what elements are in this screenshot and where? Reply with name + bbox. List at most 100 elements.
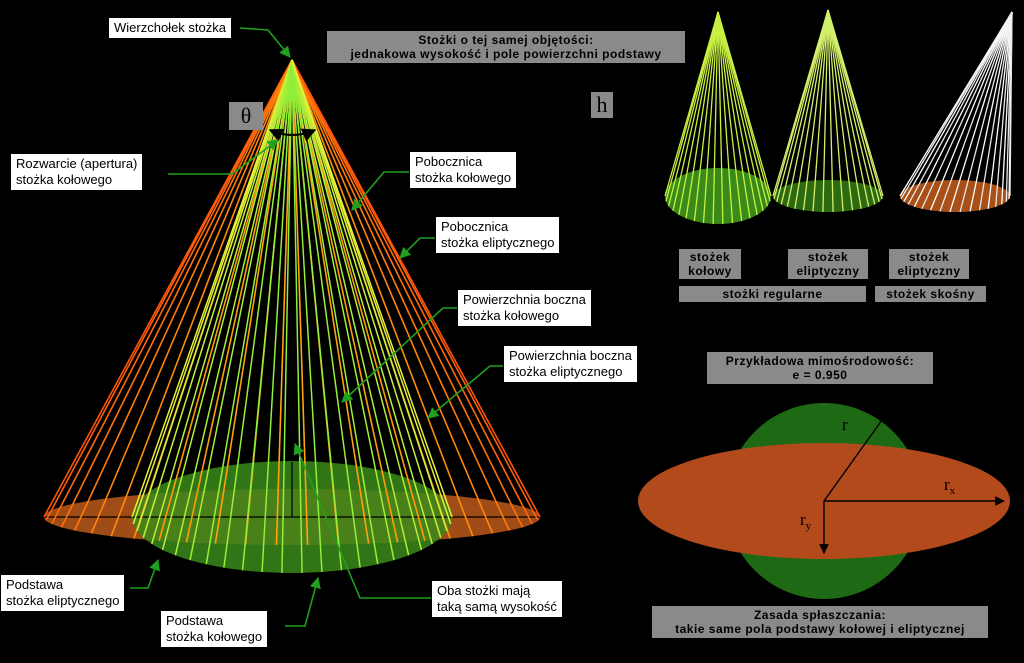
small-circular-generator-line: [685, 11, 719, 219]
small-circular-generator-line: [717, 11, 769, 207]
small-elliptic-generator-line: [827, 9, 854, 211]
pointer-arrows: [130, 27, 504, 627]
small-circular-generator-line: [678, 11, 719, 215]
elliptic-type-2: eliptyczny: [796, 264, 860, 278]
circular-generator-line: [291, 59, 423, 551]
small-elliptic-generator-line: [812, 9, 829, 212]
lateral-ell-text-1: Pobocznica: [441, 219, 509, 234]
eccentricity-2: e = 0.950: [792, 368, 848, 382]
circular-generator-line: [223, 59, 293, 568]
elliptic-generator-line: [291, 59, 511, 531]
small-elliptic-generator-line: [827, 9, 844, 212]
apex-label: Wierzchołek stożka: [108, 17, 232, 39]
small-elliptic-generator-line: [794, 9, 829, 209]
elliptic-generator-line: [291, 59, 494, 534]
small-elliptic-generator-line: [776, 9, 829, 202]
circular-type-1: stożek: [689, 250, 731, 264]
small-elliptic-generator-line: [827, 9, 884, 197]
elliptic-generator-line: [51, 59, 293, 525]
small-oblique-generator-line: [929, 11, 1013, 211]
small-circular-generator-line: [717, 11, 751, 219]
oblique-type-box: stożek eliptyczny: [889, 249, 969, 279]
same-height-text-2: taką samą wysokość: [437, 599, 557, 614]
small-circular-generator-line: [667, 11, 719, 207]
circular-generator-line: [291, 59, 379, 565]
circular-generator-line: [291, 59, 448, 532]
circular-type-box: stożek kołowy: [679, 249, 741, 279]
flattening-2: takie same pola podstawy kołowej i elipt…: [675, 622, 965, 636]
oblique-type-2: eliptyczny: [897, 264, 961, 278]
height-pointer: [293, 442, 432, 599]
small-oblique-generator-line: [913, 11, 1013, 208]
ry-symbol: ry: [800, 510, 812, 532]
same-height-label: Oba stożki mają taką samą wysokość: [431, 580, 563, 618]
small-circular-generator-line: [717, 11, 734, 223]
elliptic-type-1: stożek: [807, 250, 849, 264]
theta-symbol: θ: [229, 102, 263, 130]
eccentricity-1: Przykładowa mimośrodowość:: [725, 354, 915, 368]
flattening-figure: [638, 403, 1010, 599]
surf-ell-text-1: Powierzchnia boczna: [509, 348, 632, 363]
surf-circ-text-1: Powierzchnia boczna: [463, 292, 586, 307]
aperture-label: Rozwarcie (apertura) stożka kołowego: [10, 153, 144, 191]
flattening-box: Zasada spłaszczania: takie same pola pod…: [652, 606, 988, 638]
small-oblique-generator-line: [903, 11, 1013, 203]
small-circular-generator-line: [717, 11, 758, 215]
small-elliptic-generator-line: [827, 9, 834, 212]
top-title-2: jednakowa wysokość i pole powierzchni po…: [350, 47, 662, 61]
oblique-type-1: stożek: [908, 250, 950, 264]
small-circular-generator-line: [712, 11, 719, 224]
small-oblique-generator-line: [1001, 11, 1013, 205]
surf-ell-text-2: stożka eliptycznego: [509, 364, 623, 379]
small-elliptic-generator-line: [827, 9, 862, 209]
circular-generator-line: [241, 59, 293, 571]
small-oblique-generator-line: [978, 11, 1013, 211]
circular-generator-line: [291, 59, 453, 518]
base-circ-text-1: Podstawa: [166, 613, 224, 628]
circular-generator-line: [291, 59, 361, 568]
small-elliptic-generator-line: [827, 9, 870, 207]
small-circular-generator-line: [672, 11, 719, 211]
lateral-ell-text-2: stożka eliptycznego: [441, 235, 555, 250]
aperture-arc-back: [268, 128, 316, 142]
aperture-text-2: stożka kołowego: [16, 172, 113, 187]
elliptic-generator-line: [291, 59, 541, 518]
apex-text: Wierzchołek stożka: [114, 20, 226, 35]
top-title-1: Stożki o tej samej objętości:: [418, 33, 594, 47]
surf-circ-pointer: [341, 307, 458, 403]
small-circular-generator-line: [693, 11, 719, 222]
elliptic-generator-line: [291, 59, 474, 537]
aperture-pointer: [168, 139, 279, 175]
base-ell-text-2: stożka eliptycznego: [6, 593, 120, 608]
small-oblique-generator-line: [959, 11, 1013, 213]
circular-generator-line: [136, 59, 293, 532]
r-arrow: [823, 412, 888, 502]
base-ell-text-1: Podstawa: [6, 577, 64, 592]
small-circular-generator-line: [717, 11, 743, 222]
lateral-ell-label: Pobocznica stożka eliptycznego: [435, 216, 561, 254]
small-circular-generator-line: [702, 11, 719, 223]
small-oblique-generator-line: [987, 11, 1013, 209]
lateral-circ-text-1: Pobocznica: [415, 154, 483, 169]
small-oblique-generator-line: [907, 11, 1013, 205]
regular-cones-box: stożki regularne: [679, 286, 866, 302]
circular-cone-generators: [131, 59, 453, 573]
lateral-ell-pointer: [399, 237, 436, 259]
surf-circ-label: Powierzchnia boczna stożka kołowego: [457, 289, 592, 327]
small-oblique-generator-line: [949, 11, 1013, 213]
eccentricity-box: Przykładowa mimośrodowość: e = 0.950: [707, 352, 933, 384]
elliptic-type-box: stożek eliptyczny: [788, 249, 868, 279]
apex-pointer: [239, 27, 291, 58]
surf-circ-text-2: stożka kołowego: [463, 308, 560, 323]
circular-generator-line: [291, 59, 410, 556]
circular-generator-line: [132, 59, 293, 525]
small-circular-generator-line: [717, 11, 764, 211]
base-ell-label: Podstawa stożka eliptycznego: [0, 574, 126, 612]
elliptic-generator-line: [45, 59, 293, 521]
small-circular-generator-line: [717, 11, 772, 197]
circular-type-2: kołowy: [688, 264, 732, 278]
elliptic-generator-line: [60, 59, 293, 528]
base-circ-text-2: stożka kołowego: [166, 629, 263, 644]
